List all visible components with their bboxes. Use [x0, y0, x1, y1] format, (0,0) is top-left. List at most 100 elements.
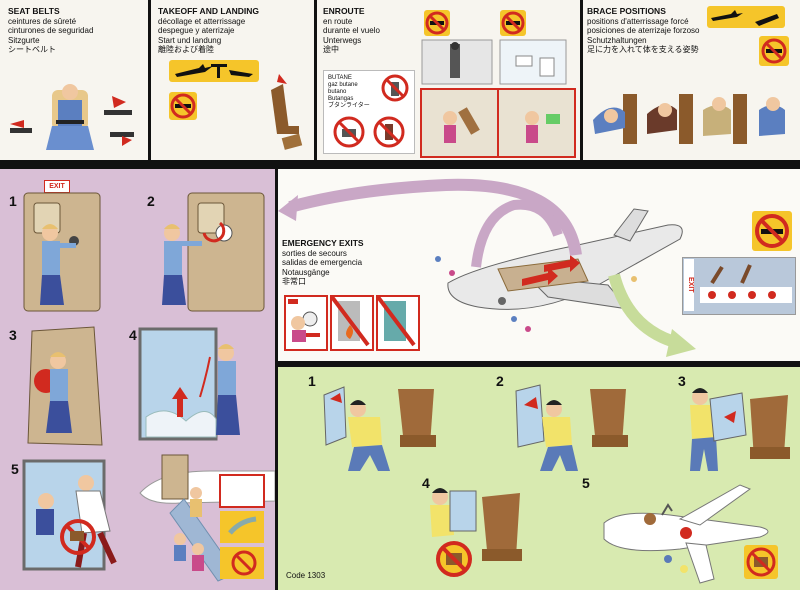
panel-window-exit: 1 2 3 4 5 — [278, 367, 800, 590]
divider — [580, 0, 583, 160]
window-step-5-number: 5 — [582, 475, 590, 491]
seat-belts-jp: シートベルト — [8, 45, 56, 54]
door-step-1-number: 1 — [9, 193, 17, 209]
aircraft-exit-diagram — [435, 208, 683, 332]
door-handle-illustration — [288, 299, 320, 342]
no-smoking-icon — [425, 11, 449, 35]
no-lighter-icon — [381, 74, 409, 102]
window-step-4-illustration — [430, 488, 522, 577]
window-step-2-illustration — [515, 384, 628, 471]
window-step-3-number: 3 — [678, 373, 686, 389]
seat-belts-heading: SEAT BELTS — [8, 6, 60, 16]
slide-evacuation-illustration — [139, 454, 276, 582]
door-step-4-number: 4 — [129, 327, 137, 343]
takeoff-heading: TAKEOFF AND LANDING — [158, 6, 260, 16]
no-aerosol-icon — [333, 116, 365, 148]
upright-seat-illustration — [271, 74, 303, 150]
exits-jp: 非常口 — [282, 277, 306, 286]
butane-fr: gaz butane — [328, 82, 358, 88]
divider — [314, 0, 317, 160]
brace-position-illustration — [593, 94, 785, 144]
panel-emergency-exits: EMERGENCY EXITS sorties de secours salid… — [278, 169, 800, 361]
seat-belts-title: SEAT BELTS ceintures de sûreté cinturone… — [8, 6, 94, 55]
door-step-5-illustration — [22, 459, 117, 571]
seat-belts-de: Sitzgurte — [8, 35, 40, 45]
enroute-heading: ENROUTE — [323, 6, 365, 16]
panel-seat-belts: SEAT BELTS ceintures de sûreté cinturone… — [0, 0, 148, 160]
card-code: Code 1303 — [286, 571, 326, 580]
enroute-jp: 途中 — [323, 45, 339, 54]
exits-es: salidas de emergencia — [282, 258, 363, 267]
arrow-to-door-panel — [278, 178, 582, 268]
enroute-de: Unterwegs — [323, 35, 362, 45]
exits-fr: sorties de secours — [282, 248, 347, 258]
brace-jp: 足に力を入れて体を支える姿勢 — [587, 45, 699, 54]
window-step-1-illustration — [323, 386, 436, 471]
floor-lighting-box — [682, 257, 796, 315]
butane-en: BUTANE — [328, 75, 352, 81]
window-step-5-illustration — [603, 484, 769, 584]
side-exit-sign: EXIT — [684, 259, 694, 311]
butane-jp: ブタンライター — [328, 103, 370, 109]
takeoff-title: TAKEOFF AND LANDING décollage et atterri… — [158, 6, 260, 55]
takeoff-jp: 離陸および着陸 — [158, 45, 214, 54]
no-spray-icon — [373, 116, 405, 148]
horizontal-divider-top — [0, 160, 800, 169]
no-exit-icon — [376, 295, 416, 347]
no-luggage-icon — [746, 547, 776, 577]
divider — [148, 0, 151, 160]
takeoff-de: Start und landung — [158, 35, 222, 45]
no-smoking-icon — [501, 11, 525, 35]
window-step-3-illustration — [690, 388, 790, 471]
no-smoking-icon — [755, 214, 789, 248]
door-step-5-number: 5 — [11, 461, 19, 477]
exits-heading: EMERGENCY EXITS — [282, 238, 364, 248]
butane-box: BUTANE gaz butane butano Butangas ブタンライタ… — [323, 70, 415, 154]
brace-title: BRACE POSITIONS positions d'atterrissage… — [587, 6, 700, 55]
brace-heading: BRACE POSITIONS — [587, 6, 666, 16]
panel-enroute: ENROUTE en route durante el vuelo Unterw… — [317, 0, 580, 160]
window-step-4-number: 4 — [422, 475, 430, 491]
enroute-es: durante el vuelo — [323, 26, 380, 35]
takeoff-planes-sign — [169, 60, 259, 82]
divider — [275, 169, 278, 590]
panel-takeoff-landing: TAKEOFF AND LANDING décollage et atterri… — [151, 0, 314, 160]
door-step-3-number: 3 — [9, 327, 17, 343]
brace-es: posiciones de aterrizaje forzoso — [587, 26, 700, 35]
arrow-to-window-panel — [608, 273, 696, 357]
no-smoking-icon — [761, 38, 787, 64]
door-step-2-number: 2 — [147, 193, 155, 209]
cabin-lavatory-illustration — [421, 39, 567, 85]
takeoff-es: despegue y aterrizaje — [158, 26, 235, 35]
panel-brace-positions: BRACE POSITIONS positions d'atterrissage… — [583, 0, 800, 160]
door-step-1-illustration — [23, 192, 101, 312]
takeoff-fr: décollage et atterrissage — [158, 16, 246, 26]
crash-landing-icon — [711, 10, 779, 26]
butane-de: Butangas — [328, 96, 354, 102]
enroute-fr: en route — [323, 16, 353, 26]
butane-label: BUTANE gaz butane butano Butangas ブタンライタ… — [328, 75, 370, 110]
brace-de: Schutzhaltungen — [587, 35, 647, 45]
exits-title: EMERGENCY EXITS sorties de secours salid… — [282, 238, 364, 287]
brace-fr: positions d'atterrissage forcé — [587, 16, 689, 26]
butane-es: butano — [328, 89, 347, 95]
exit-sign: EXIT — [44, 180, 70, 193]
floor-path-lights-illustration — [700, 264, 792, 303]
horizontal-divider-mid — [278, 361, 800, 367]
no-fire-exit-icon — [330, 295, 370, 347]
door-step-3-illustration — [27, 326, 103, 446]
door-step-2-illustration — [162, 192, 265, 312]
no-smoking-icon — [170, 93, 196, 119]
window-step-2-number: 2 — [496, 373, 504, 389]
seat-belts-es: cinturones de seguridad — [8, 26, 94, 35]
window-step-1-number: 1 — [308, 373, 316, 389]
airplane-icon — [175, 64, 253, 78]
seat-belts-fr: ceintures de sûreté — [8, 16, 77, 26]
seatbelt-passenger-illustration — [10, 84, 134, 150]
panel-door-exit: EXIT 1 2 3 4 5 — [0, 169, 276, 590]
enroute-title: ENROUTE en route durante el vuelo Unterw… — [323, 6, 380, 55]
smoke-detector-illustration — [443, 107, 560, 143]
door-step-4-illustration — [138, 327, 240, 441]
exits-de: Notausgänge — [282, 267, 330, 277]
